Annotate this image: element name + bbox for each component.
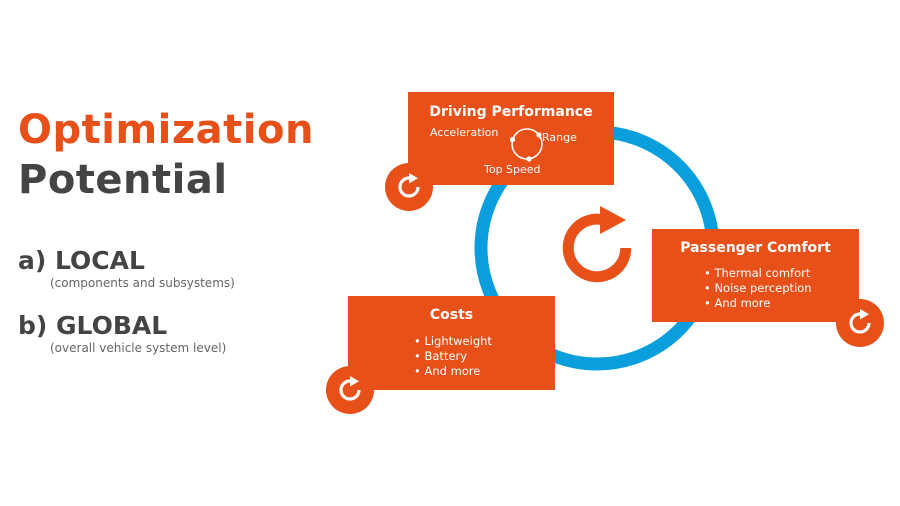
passenger-comfort-list: Thermal comfort Noise perception And mor… [704, 266, 812, 311]
option-local-label: a) LOCAL [18, 246, 145, 275]
passenger-comfort-title: Passenger Comfort [680, 240, 831, 256]
costs-list: Lightweight Battery And more [414, 334, 492, 379]
refresh-icon [836, 299, 884, 347]
passenger-comfort-box: Passenger Comfort Thermal comfort Noise … [652, 229, 859, 322]
cycle-label-top-speed: Top Speed [484, 163, 541, 176]
cycle-label-range: Range [542, 131, 577, 144]
costs-title: Costs [429, 307, 474, 323]
option-global-sub: (overall vehicle system level) [50, 341, 227, 355]
cycle-label-acceleration: Acceleration [430, 126, 499, 139]
list-item: Battery [414, 349, 492, 364]
refresh-icon [385, 163, 433, 211]
refresh-icon [326, 366, 374, 414]
list-item: Noise perception [704, 281, 811, 296]
heading-optimization: Optimization [18, 107, 314, 153]
list-item: Thermal comfort [704, 266, 812, 281]
costs-box: Costs Lightweight Battery And more [348, 296, 555, 390]
option-global-label: b) GLOBAL [18, 311, 168, 340]
heading-potential: Potential [18, 157, 228, 203]
list-item: Lightweight [414, 334, 491, 349]
list-item: And more [414, 364, 492, 379]
driving-performance-box: Driving Performance Acceleration Range T… [408, 92, 614, 185]
driving-performance-title: Driving Performance [429, 104, 593, 120]
list-item: And more [704, 296, 812, 311]
option-local-sub: (components and subsystems) [50, 276, 235, 290]
performance-cycle-circle [509, 128, 543, 162]
center-cycle-icon [562, 206, 632, 283]
